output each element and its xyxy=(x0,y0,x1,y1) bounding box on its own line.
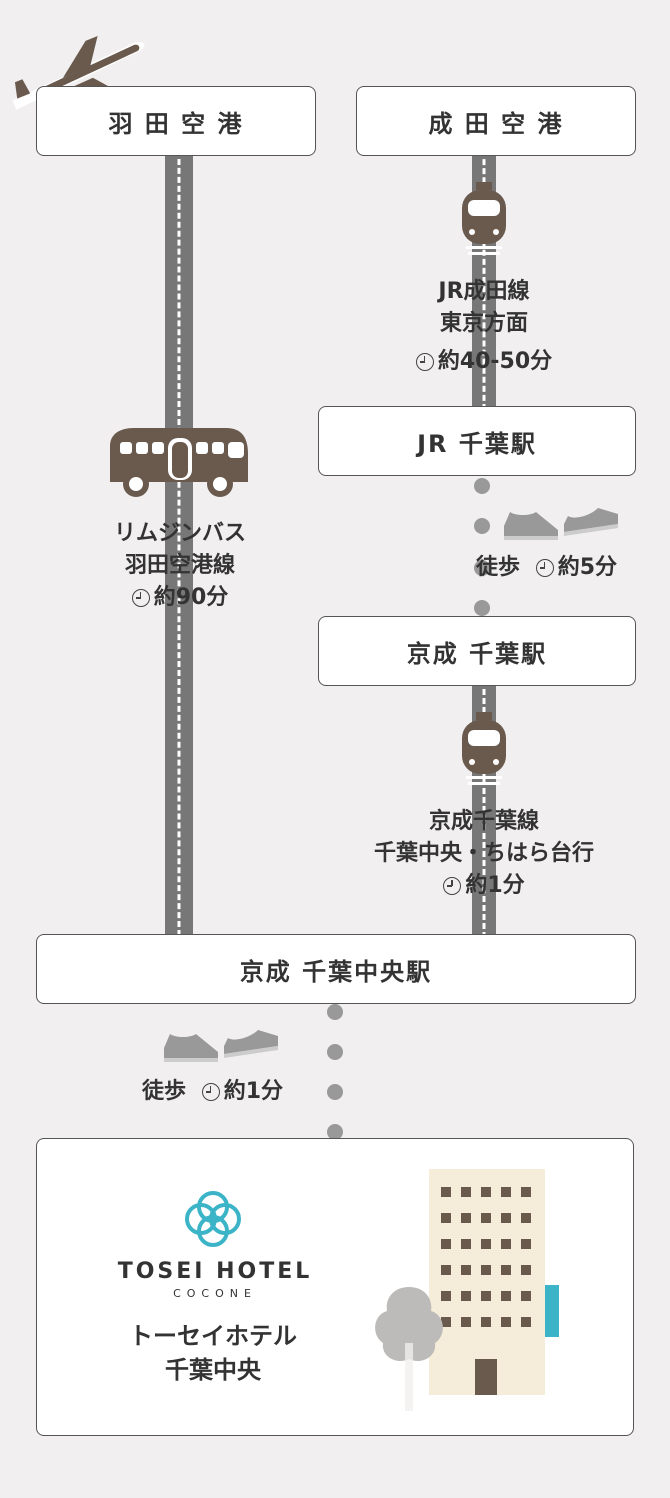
walk-dot xyxy=(474,560,490,576)
bus-icon xyxy=(110,428,248,497)
limousine-line: 羽田空港線 xyxy=(124,553,235,578)
hotel-logo-text: TOSEI HOTEL xyxy=(117,1259,313,1284)
tree-icon xyxy=(375,1287,443,1411)
jr-narita-route-label: JR成田線 東京方面 約40-50分 xyxy=(384,276,584,378)
train-icon xyxy=(462,182,506,255)
jr-narita-direction: 東京方面 xyxy=(439,311,528,336)
station-keisei-chiba-chuo: 京成 千葉中央駅 xyxy=(36,934,636,1004)
shoes-icon xyxy=(504,508,618,540)
keisei-line-name: 京成千葉線 xyxy=(428,809,539,834)
station-haneda: 羽 田 空 港 xyxy=(36,86,316,156)
jr-narita-time: 約40-50分 xyxy=(437,349,553,374)
clock-icon xyxy=(201,1083,220,1101)
logo-icon xyxy=(185,1191,241,1247)
station-narita: 成 田 空 港 xyxy=(356,86,636,156)
clock-icon xyxy=(131,589,150,607)
hotel-name-line2: 千葉中央 xyxy=(165,1356,261,1384)
limousine-time: 約90分 xyxy=(153,585,229,610)
walk-jr-keisei-label: 徒歩 約5分 xyxy=(476,552,656,584)
walk-dot xyxy=(327,1004,343,1020)
walk-dot xyxy=(474,600,490,616)
walk-time: 約1分 xyxy=(223,1079,283,1104)
walk-label: 徒歩 xyxy=(142,1079,187,1104)
hotel-card: TOSEI HOTEL COCONE トーセイホテル 千葉中央 xyxy=(36,1138,634,1436)
building-icon xyxy=(429,1169,559,1395)
bus-route-road xyxy=(165,150,193,936)
walk-dot xyxy=(327,1124,343,1140)
keisei-line-direction: 千葉中央・ちはら台行 xyxy=(373,841,594,866)
walk-time: 約5分 xyxy=(557,555,617,580)
hotel-name-line1: トーセイホテル xyxy=(129,1322,297,1350)
walk-hotel-label: 徒歩 約1分 xyxy=(142,1076,322,1108)
station-jr-chiba: JR 千葉駅 xyxy=(318,406,636,476)
clock-icon xyxy=(535,559,554,577)
clock-icon xyxy=(415,353,434,371)
limousine-name: リムジンバス xyxy=(113,521,246,546)
walk-dot xyxy=(474,478,490,494)
station-keisei-chiba: 京成 千葉駅 xyxy=(318,616,636,686)
keisei-line-time: 約1分 xyxy=(465,873,525,898)
shoes-icon xyxy=(164,1030,278,1062)
walk-dot xyxy=(327,1044,343,1060)
limousine-route-label: リムジンバス 羽田空港線 約90分 xyxy=(80,518,280,614)
clock-icon xyxy=(443,877,462,895)
walk-dot xyxy=(474,518,490,534)
walk-dot xyxy=(327,1084,343,1100)
walk-label: 徒歩 xyxy=(476,555,521,580)
hotel-logo-subtext: COCONE xyxy=(173,1287,257,1300)
jr-narita-name: JR成田線 xyxy=(438,279,530,304)
hotel-name: トーセイホテル 千葉中央 xyxy=(93,1319,333,1387)
train-icon xyxy=(462,712,506,785)
keisei-line-route-label: 京成千葉線 千葉中央・ちはら台行 約1分 xyxy=(334,806,634,902)
